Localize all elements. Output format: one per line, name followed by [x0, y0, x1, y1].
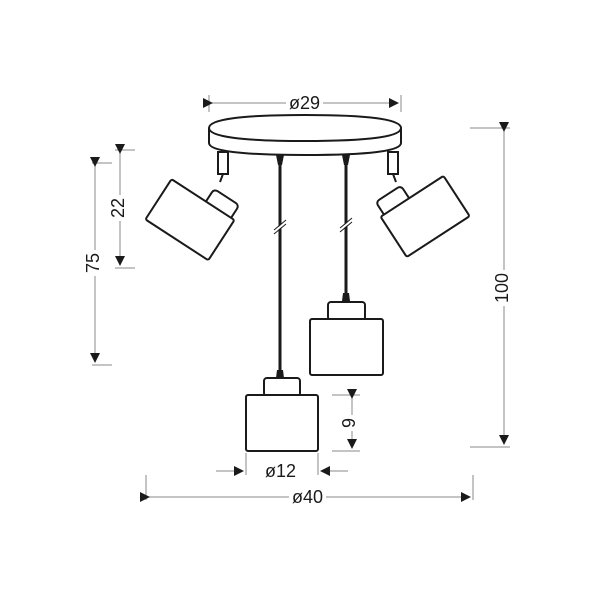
pendant-shade-right: [309, 301, 384, 376]
canopy: [208, 113, 402, 157]
side-spot-right: [376, 151, 470, 258]
cable-break-icon: [273, 219, 353, 233]
dim-side-drop: 75: [83, 249, 103, 277]
dim-shade-diameter: ø12: [262, 462, 300, 480]
dim-shade-height: 9: [339, 414, 359, 432]
dim-canopy-diameter: ø29: [286, 94, 324, 112]
dim-overall-diameter: ø40: [289, 488, 327, 506]
dim-side-height: 22: [108, 194, 128, 222]
pendant-shade-left: [245, 377, 319, 452]
side-spot-left: [145, 151, 239, 261]
dim-total-height: 100: [492, 269, 512, 307]
